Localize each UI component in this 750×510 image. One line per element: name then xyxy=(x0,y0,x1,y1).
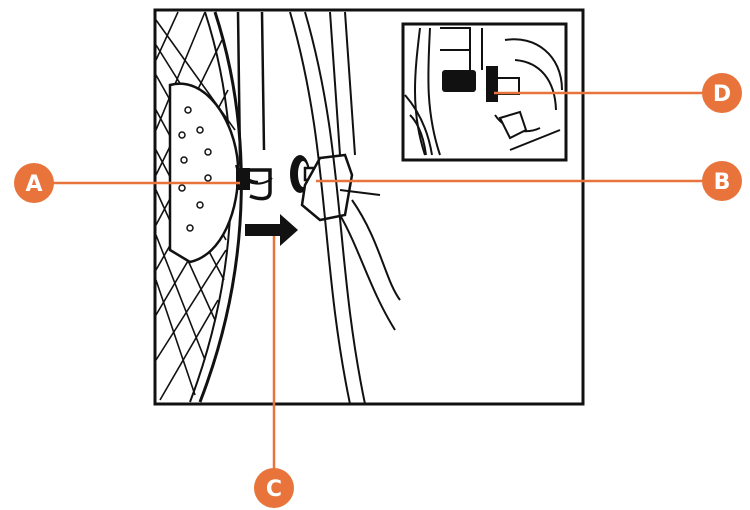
callout-c-label: C xyxy=(266,477,282,502)
callout-a-label: A xyxy=(25,172,42,197)
callout-d: D xyxy=(702,73,742,113)
callout-b: B xyxy=(702,161,742,201)
callout-c: C xyxy=(254,468,294,508)
callout-b-label: B xyxy=(714,170,731,195)
inset-block xyxy=(497,78,519,94)
inset-hook xyxy=(442,70,476,92)
callout-a: A xyxy=(14,163,54,203)
callout-d-label: D xyxy=(713,82,731,107)
